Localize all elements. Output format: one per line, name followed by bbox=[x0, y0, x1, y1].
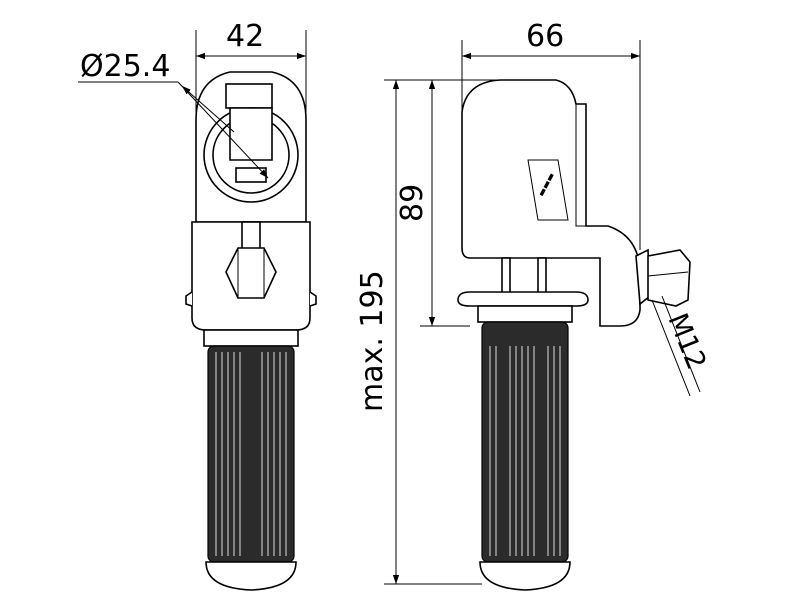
side-handle-grip bbox=[481, 321, 569, 563]
grip-end-cap bbox=[205, 561, 297, 591]
handle-grip bbox=[207, 345, 295, 563]
side-lug-right bbox=[309, 291, 317, 307]
bolt-shank bbox=[241, 221, 261, 251]
side-hex-bolt bbox=[635, 248, 691, 307]
front-view: 42 Ø25.4 bbox=[78, 19, 317, 591]
side-grip-ribs bbox=[489, 346, 561, 556]
dim-42-label: 42 bbox=[226, 19, 264, 54]
dim-66-label: 66 bbox=[526, 19, 564, 54]
clamp-jaw-block bbox=[235, 167, 267, 183]
top-slot bbox=[225, 83, 273, 109]
side-view: ▬▬▬ 66 bbox=[355, 19, 712, 591]
grip-collar bbox=[203, 329, 299, 347]
dim-195-label: max. 195 bbox=[355, 270, 390, 412]
dim-89-label: 89 bbox=[395, 184, 430, 222]
side-grip-collar bbox=[477, 305, 573, 323]
clamp-jaw bbox=[229, 107, 273, 161]
dim-line-m12 bbox=[651, 299, 691, 397]
side-lug-left bbox=[185, 291, 193, 307]
side-rod-right bbox=[537, 257, 547, 295]
side-flange bbox=[457, 291, 589, 307]
side-clamp-body bbox=[461, 79, 641, 327]
grip-ribs bbox=[215, 352, 287, 556]
dim-m12-label: M12 bbox=[662, 309, 712, 374]
side-grip-end-cap bbox=[479, 561, 571, 591]
dim-diameter-label: Ø25.4 bbox=[80, 49, 170, 84]
side-rod-left bbox=[501, 257, 511, 295]
